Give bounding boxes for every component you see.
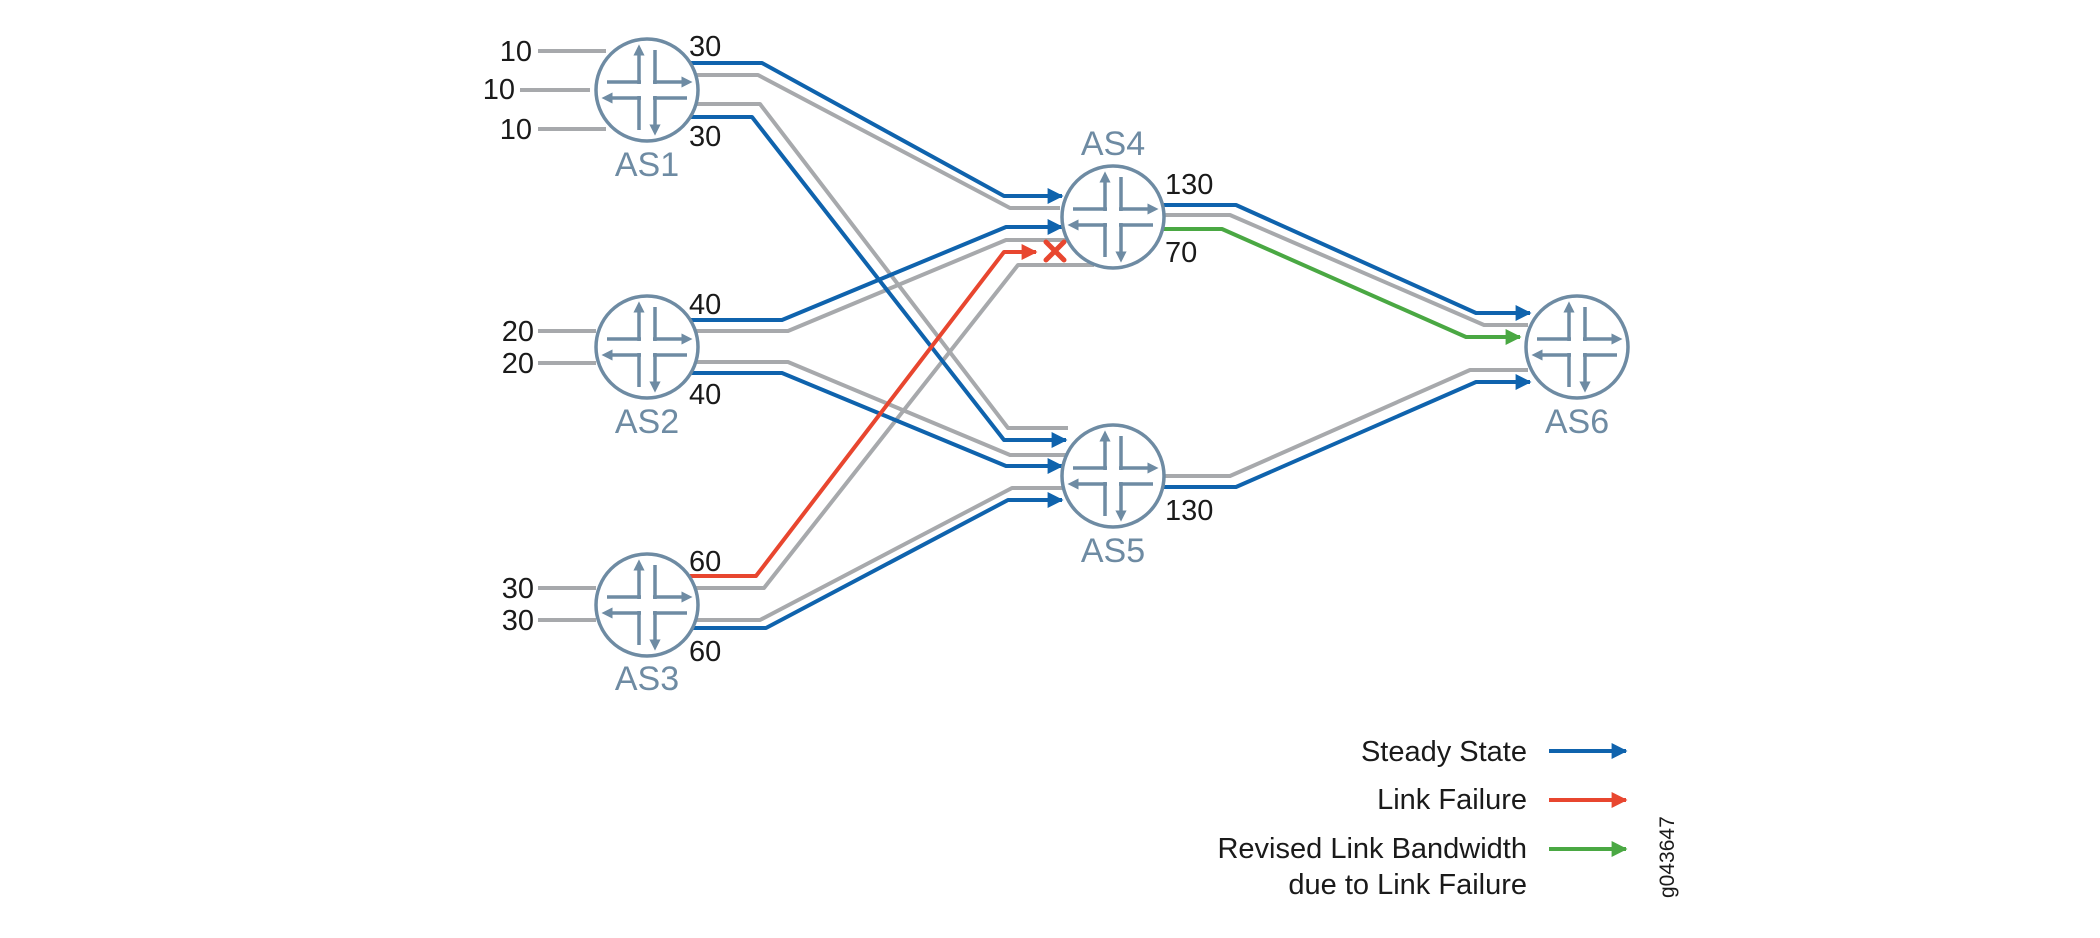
x-mark-icon [1043, 239, 1067, 263]
router-icon [1062, 166, 1164, 268]
router-icon [596, 296, 698, 398]
link-label-as2-bottom: 40 [689, 379, 721, 411]
link-label-as3-bottom: 60 [689, 636, 721, 668]
legend-label-steady: Steady State [1361, 736, 1527, 768]
router-label-as3: AS3 [615, 660, 679, 698]
steady-link-as2-as4 [690, 219, 1064, 322]
router-icon [1526, 296, 1628, 398]
input-label-as2-2: 20 [502, 348, 534, 380]
steady-link-as1-as4 [690, 61, 1064, 204]
gray-link-as2-as5 [690, 360, 1066, 457]
figure-id: g043647 [1656, 816, 1679, 898]
link-label-as3-top: 60 [689, 546, 721, 578]
router-icon [596, 554, 698, 656]
steady-link-as3-as5 [690, 492, 1064, 630]
failure-link-as3-as4 [690, 244, 1038, 578]
legend: Steady State Link Failure Revised Link B… [1217, 736, 1628, 901]
input-label-as3-2: 30 [502, 605, 534, 637]
gray-link-as2-as4 [690, 238, 1066, 333]
input-label-as1-1: 10 [500, 36, 532, 68]
input-label-as1-3: 10 [500, 114, 532, 146]
link-label-as5-out: 130 [1165, 495, 1213, 527]
router-label-as6: AS6 [1545, 403, 1609, 441]
router-label-as2: AS2 [615, 403, 679, 441]
router-as3 [596, 554, 698, 656]
gray-link-as3-as5 [690, 486, 1068, 622]
steady-link-as2-as5 [690, 371, 1064, 474]
router-as6 [1526, 296, 1628, 398]
gray-links [690, 73, 1528, 622]
link-label-as2-top: 40 [689, 289, 721, 321]
gray-link-as1-as4 [690, 73, 1060, 210]
link-label-as4-bottom: 70 [1165, 237, 1197, 269]
gray-link-as1-as5 [690, 102, 1068, 430]
link-label-as4-top: 130 [1165, 169, 1213, 201]
steady-link-as5-as6 [1162, 374, 1532, 489]
input-label-as1-2: 10 [483, 74, 515, 106]
legend-label-revised-line2: due to Link Failure [1288, 869, 1527, 901]
router-icon [1062, 425, 1164, 527]
legend-label-failure: Link Failure [1377, 784, 1527, 816]
router-as4 [1062, 166, 1164, 268]
input-links [520, 49, 606, 622]
router-label-as5: AS5 [1081, 532, 1145, 570]
gray-link-as4-as6 [1162, 213, 1528, 327]
steady-state-links [690, 61, 1532, 630]
input-label-as2-1: 20 [502, 316, 534, 348]
input-label-as3-1: 30 [502, 573, 534, 605]
legend-label-revised-line1: Revised Link Bandwidth [1217, 833, 1527, 865]
router-icon [596, 39, 698, 141]
router-as1 [596, 39, 698, 141]
link-label-as1-top: 30 [689, 31, 721, 63]
steady-link-as4-as6 [1162, 203, 1532, 321]
revised-link-as4-as6 [1162, 227, 1522, 345]
link-label-as1-bottom: 30 [689, 121, 721, 153]
router-as5 [1062, 425, 1164, 527]
gray-link-as3-as4 [690, 263, 1094, 590]
gray-link-as5-as6 [1162, 368, 1528, 478]
router-label-as4: AS4 [1081, 125, 1145, 163]
router-label-as1: AS1 [615, 146, 679, 184]
router-as2 [596, 296, 698, 398]
